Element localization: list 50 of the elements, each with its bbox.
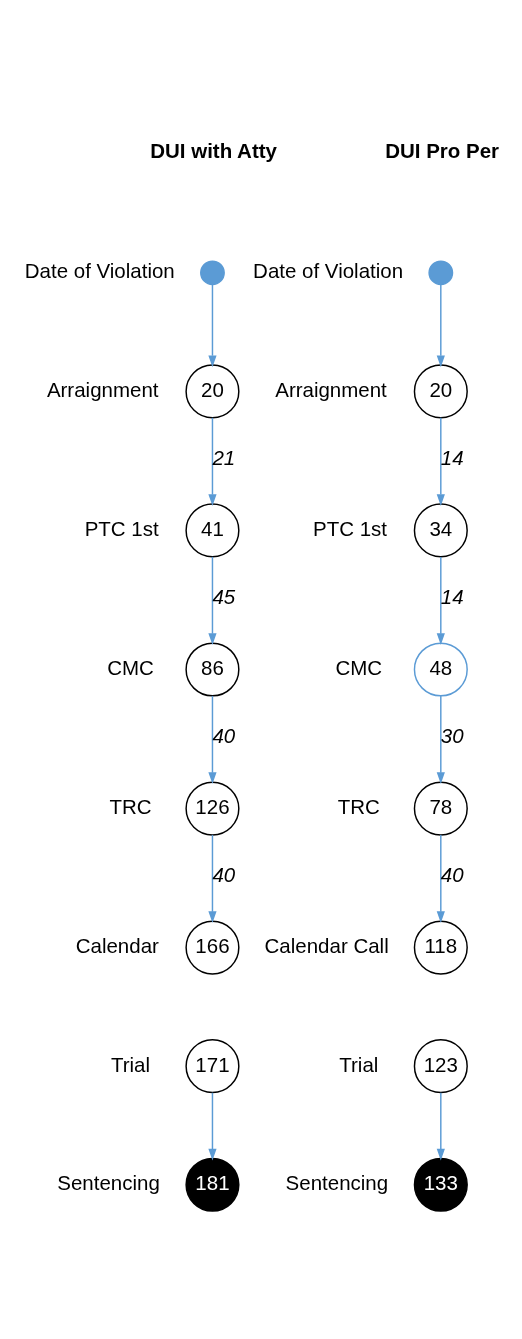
node-circle: 48 <box>413 642 468 697</box>
node-label: Trial <box>338 1052 378 1076</box>
node-label: Date of Violation <box>24 259 175 283</box>
node-label: Calendar <box>75 934 159 958</box>
node-label: Arraignment <box>274 377 387 401</box>
node-circle: 20 <box>184 364 240 419</box>
node-label: CMC <box>106 655 154 679</box>
node-label: Sentencing <box>285 1171 388 1195</box>
arrow <box>436 283 445 368</box>
arrow <box>436 695 445 785</box>
edge-label: 30 <box>440 723 464 747</box>
node-circle <box>427 260 453 286</box>
node-circle: 126 <box>184 781 240 836</box>
node-circle: 86 <box>184 642 240 697</box>
arrow <box>436 417 445 506</box>
node-circle: 181 <box>184 1157 240 1212</box>
node-circle: 78 <box>413 781 468 836</box>
node-label: Calendar Call <box>264 934 389 958</box>
node-circle: 171 <box>184 1039 240 1094</box>
arrow <box>436 556 445 645</box>
node-circle: 34 <box>413 503 468 558</box>
edge-label: 14 <box>440 584 464 608</box>
node-label: Trial <box>110 1052 150 1076</box>
node-label: PTC 1st <box>312 516 387 540</box>
node-label: PTC 1st <box>84 516 159 540</box>
arrow <box>207 283 217 368</box>
node-circle: 20 <box>413 364 468 419</box>
edge-label: 40 <box>440 863 464 887</box>
edge-label: 14 <box>440 445 464 469</box>
arrow <box>207 417 217 506</box>
node-label: Date of Violation <box>252 259 403 283</box>
arrow <box>207 1092 217 1161</box>
arrow <box>436 1092 445 1161</box>
node-label: Arraignment <box>46 377 158 401</box>
node-label: TRC <box>108 794 152 818</box>
node-circle: 166 <box>184 920 240 975</box>
node-circle <box>199 260 225 286</box>
label: DUI with Atty <box>149 139 277 163</box>
arrow <box>207 834 217 924</box>
node-circle: 41 <box>184 503 240 558</box>
node-circle: 123 <box>413 1039 468 1094</box>
arrow <box>207 556 217 645</box>
node-label: TRC <box>337 794 380 818</box>
label: DUI Pro Per <box>384 139 499 163</box>
arrow <box>207 695 217 785</box>
arrow <box>436 834 445 924</box>
node-label: CMC <box>335 655 382 679</box>
node-circle: 133 <box>413 1157 468 1212</box>
node-circle: 118 <box>413 920 468 975</box>
node-label: Sentencing <box>56 1171 160 1195</box>
